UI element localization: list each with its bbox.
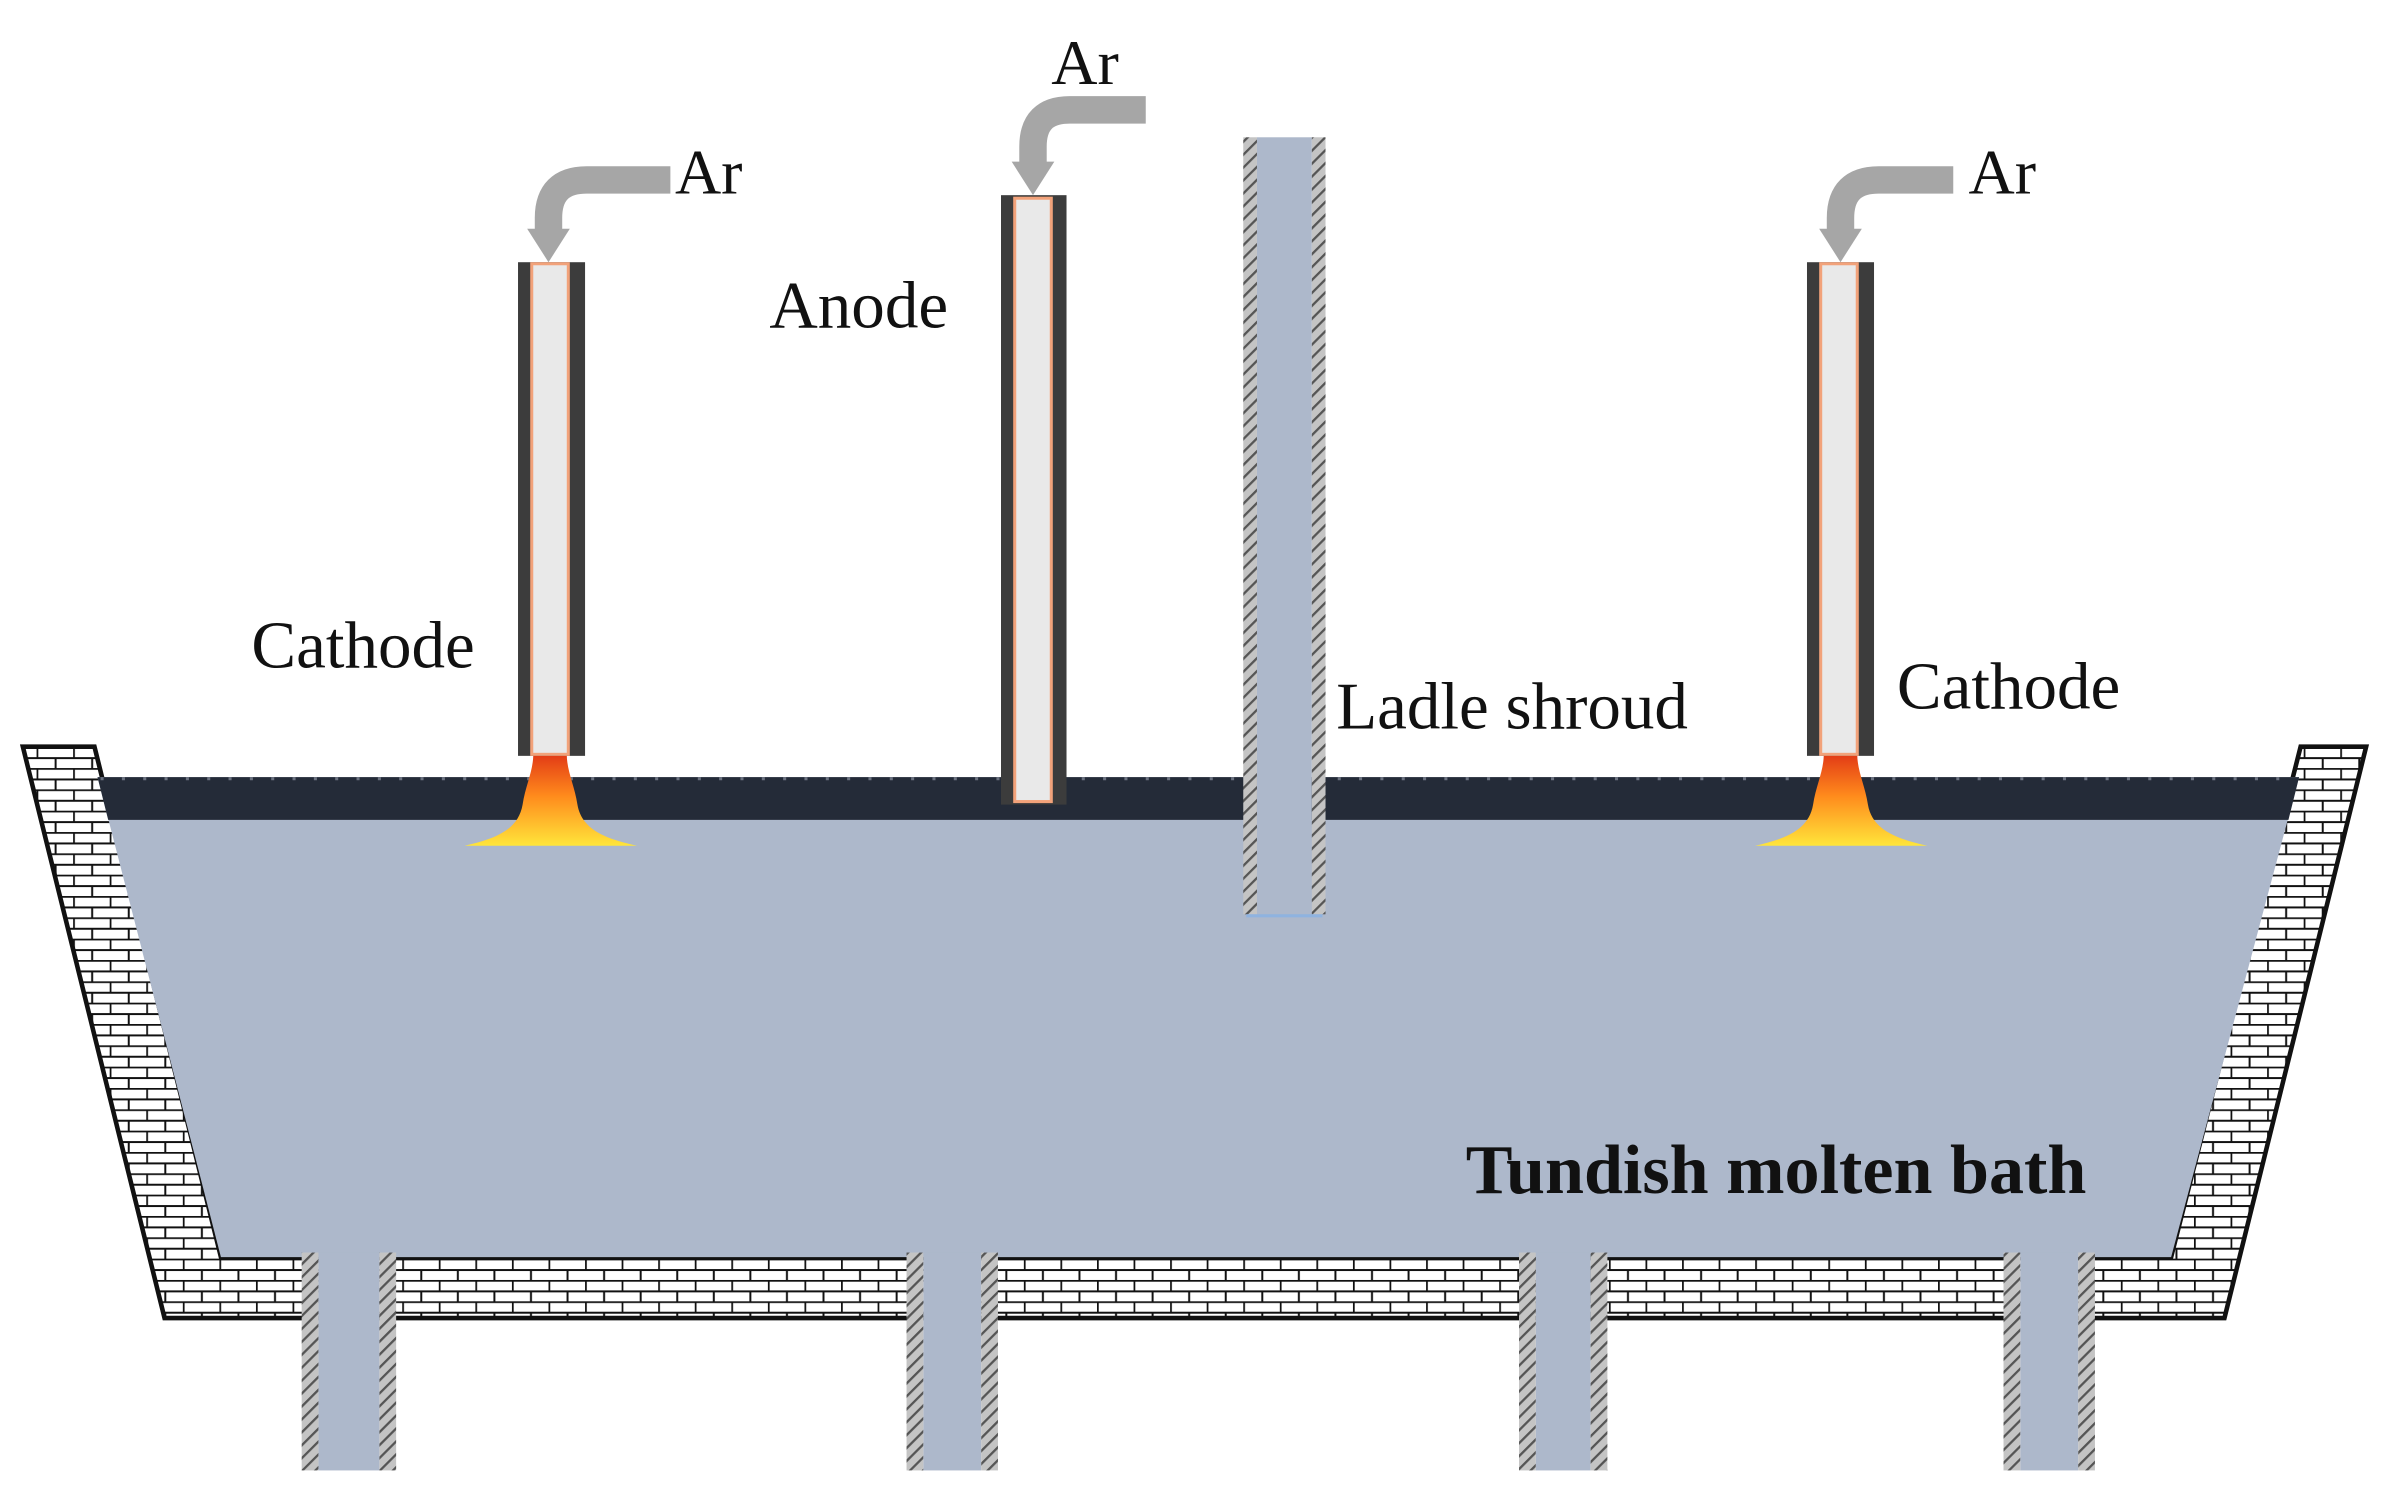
- label-anode: Anode: [769, 269, 948, 343]
- anode-electrode: [1001, 195, 1067, 805]
- bottom-nozzle-4: [2003, 1252, 2095, 1471]
- argon-arrow-center: [1011, 96, 1146, 196]
- arrowhead-down-icon: [1011, 161, 1055, 196]
- label-ar-left: Ar: [675, 137, 743, 208]
- arrowhead-down-icon: [527, 228, 570, 263]
- molten-bath: [97, 777, 2300, 1258]
- nozzle-wall-right: [2078, 1252, 2095, 1471]
- label-cathode-left: Cathode: [251, 608, 474, 682]
- argon-pipe: [1826, 166, 1954, 232]
- cathode-left-electrode: [518, 262, 586, 756]
- bottom-nozzle-1: [301, 1252, 397, 1471]
- label-ar-right: Ar: [1968, 137, 2036, 208]
- nozzle-wall-left: [2003, 1252, 2021, 1471]
- bottom-nozzle-2: [906, 1252, 998, 1471]
- nozzle-wall-right: [379, 1252, 397, 1471]
- argon-arrow-right: [1819, 166, 1954, 263]
- nozzle-wall-right: [1590, 1252, 1608, 1471]
- cathode-right-electrode: [1806, 262, 1875, 756]
- ladle-shroud-wall-right: [1311, 137, 1326, 915]
- slag-layer: [97, 777, 2300, 820]
- nozzle-bore: [923, 1252, 982, 1471]
- nozzle-bore: [2020, 1252, 2079, 1471]
- ladle-shroud: [1243, 137, 1326, 918]
- nozzle-wall-left: [1519, 1252, 1536, 1471]
- nozzle-wall-left: [301, 1252, 319, 1471]
- plasma-arc-left: [464, 754, 637, 846]
- arrowhead-down-icon: [1819, 228, 1862, 263]
- nozzle-wall-right: [981, 1252, 998, 1471]
- ladle-shroud-bore: [1256, 137, 1312, 915]
- ladle-shroud-wall-left: [1243, 137, 1257, 915]
- bottom-nozzle-3: [1519, 1252, 1608, 1471]
- nozzle-wall-left: [906, 1252, 924, 1471]
- nozzle-bore: [318, 1252, 380, 1471]
- electrode-core: [530, 262, 570, 756]
- electrode-core: [1013, 196, 1053, 804]
- plasma-arc-right: [1755, 754, 1928, 846]
- nozzle-bore: [1535, 1252, 1591, 1471]
- argon-arrow-left: [527, 166, 671, 263]
- label-ladle-shroud: Ladle shroud: [1336, 669, 1688, 743]
- argon-pipe: [534, 166, 671, 232]
- electrode-core: [1819, 262, 1859, 756]
- label-tundish-molten-bath: Tundish molten bath: [1466, 1132, 2087, 1209]
- label-ar-center: Ar: [1051, 27, 1119, 98]
- label-cathode-right: Cathode: [1897, 650, 2120, 724]
- argon-pipe: [1019, 96, 1146, 165]
